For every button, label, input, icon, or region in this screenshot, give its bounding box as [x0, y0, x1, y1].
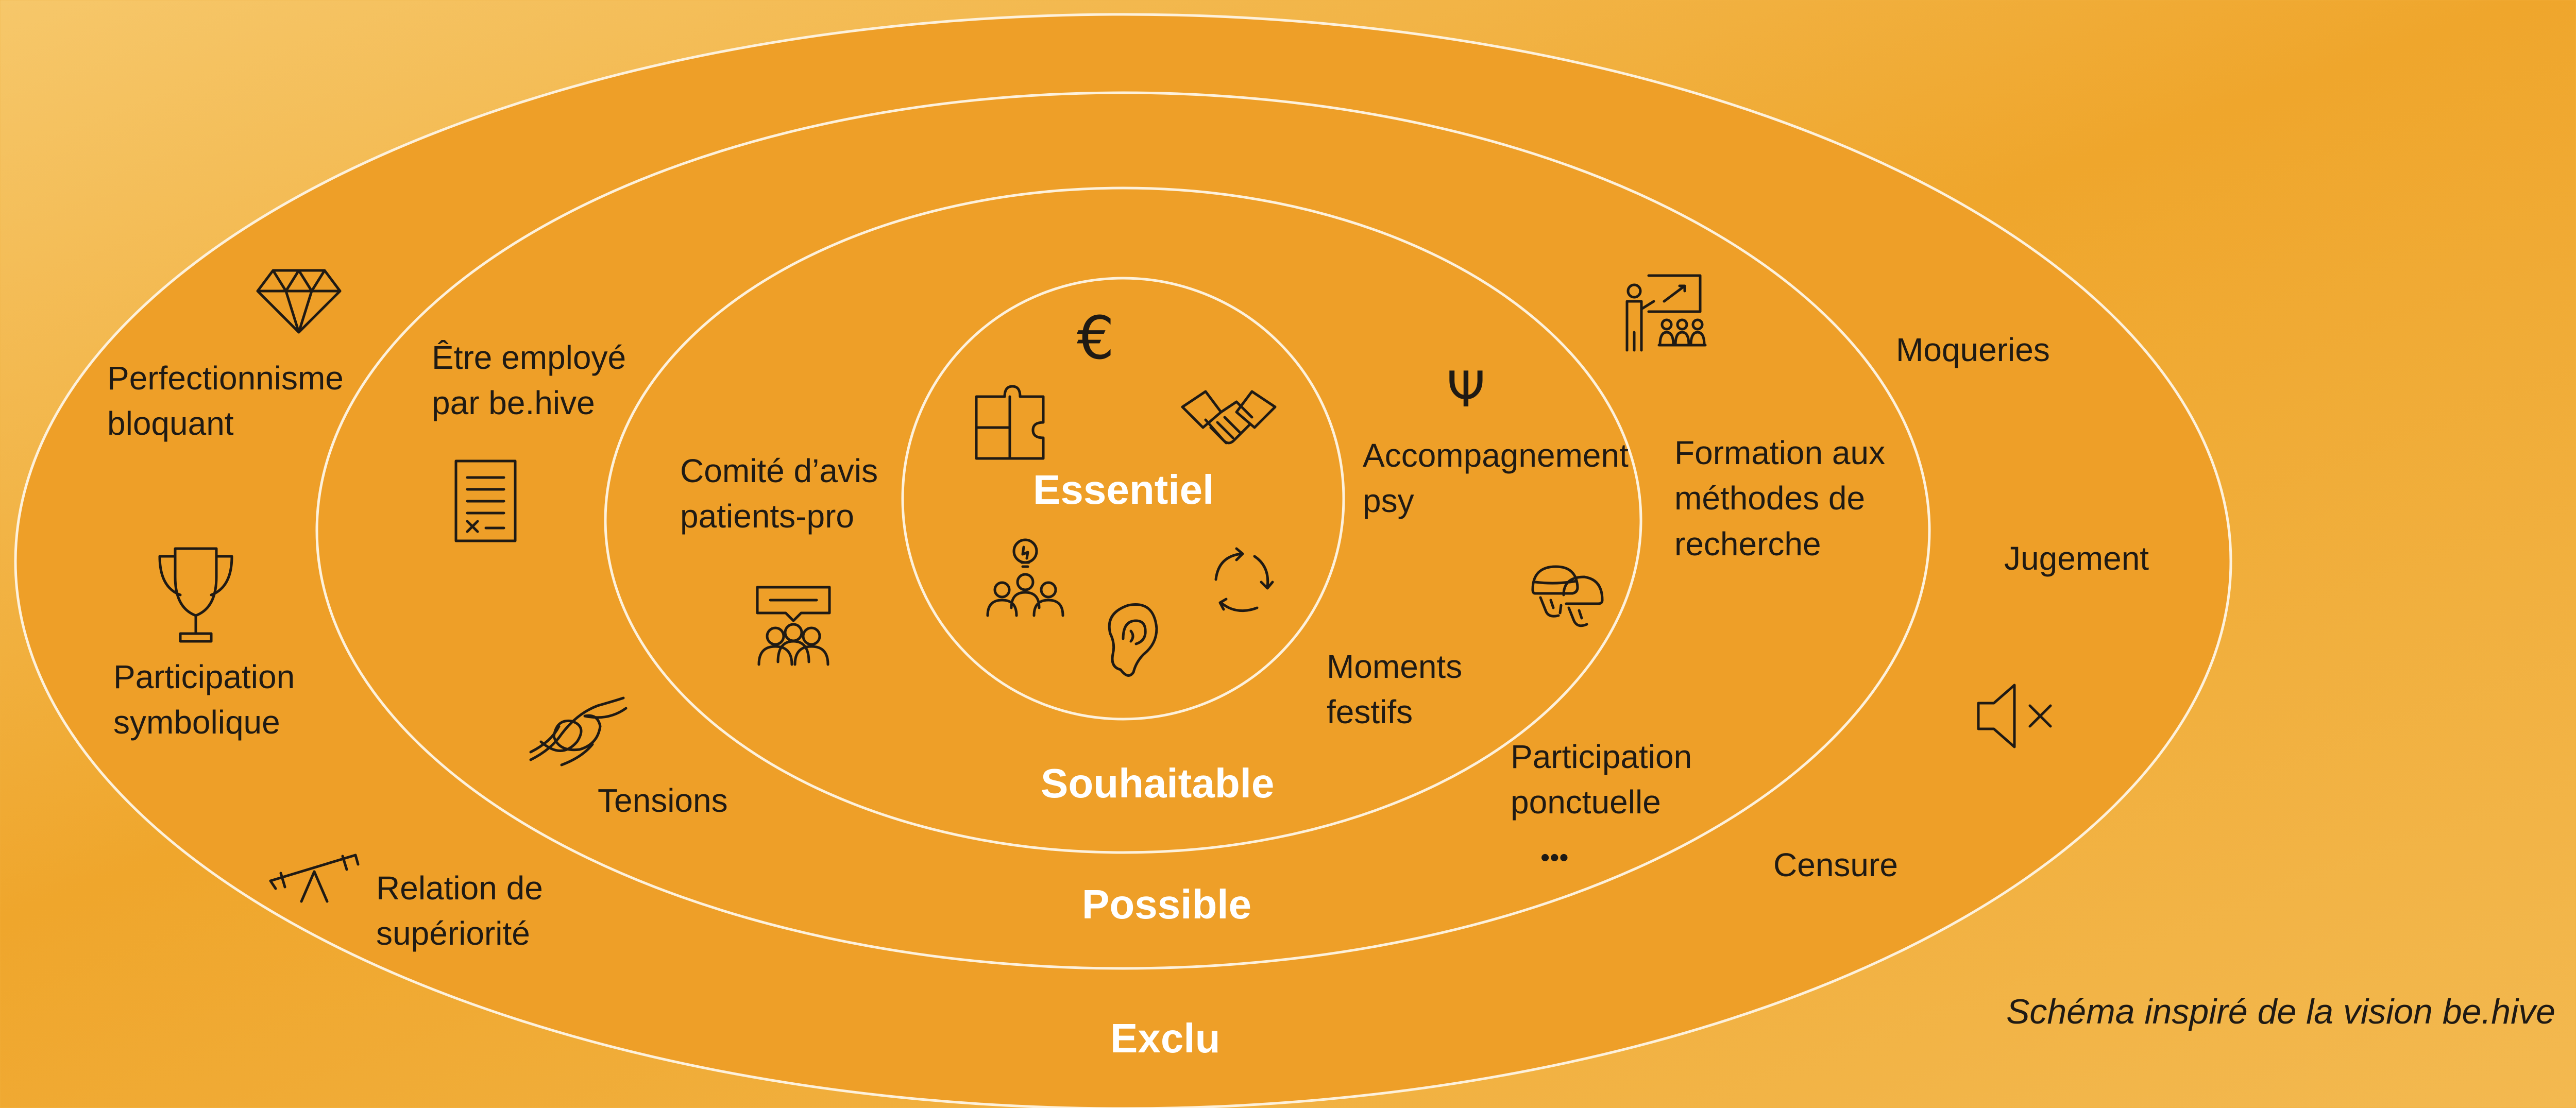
cycle-arrows-icon	[1214, 547, 1274, 612]
trophy-icon	[158, 547, 233, 643]
handshake-icon	[1181, 390, 1277, 445]
training-icon	[1625, 274, 1707, 352]
seesaw-icon	[269, 854, 360, 903]
item-employe: Être employé par be.hive	[432, 339, 626, 422]
zone-desirable-label: Souhaitable	[1041, 760, 1275, 806]
diagram-caption: Schéma inspiré de la vision be.hive	[2006, 992, 2555, 1031]
zone-essential-label: Essentiel	[1033, 467, 1214, 513]
item-participation-ponctuelle: Participation ponctuelle	[1511, 738, 1692, 821]
item-formation: Formation aux méthodes de recherche	[1674, 434, 1886, 562]
document-icon	[454, 459, 517, 542]
zone-possible-label: Possible	[1082, 881, 1252, 927]
psy-heads-icon	[1531, 565, 1604, 627]
team-idea-icon	[986, 538, 1064, 617]
psi-icon: Ψ	[1447, 362, 1485, 418]
mute-icon	[1977, 684, 2052, 748]
knot-icon	[529, 696, 628, 766]
ellipsis-icon: •••	[1540, 843, 1569, 873]
zone-excluded-label: Exclu	[1110, 1015, 1221, 1061]
item-moqueries: Moqueries	[1896, 331, 2050, 368]
item-participation-symbolique: Participation symbolique	[113, 658, 295, 741]
item-jugement: Jugement	[2004, 540, 2149, 577]
meeting-icon	[756, 586, 831, 666]
item-accompagnement: Accompagnement psy	[1363, 437, 1629, 520]
item-relation: Relation de supériorité	[376, 870, 543, 952]
item-moments: Moments festifs	[1327, 648, 1463, 731]
euro-icon: €	[1077, 304, 1115, 373]
item-censure: Censure	[1773, 846, 1898, 883]
item-comite: Comité d’avis patients-pro	[680, 452, 878, 535]
item-perfectionnisme: Perfectionnisme bloquant	[107, 360, 344, 442]
diamond-icon	[256, 269, 342, 334]
puzzle-icon	[975, 385, 1045, 460]
item-tensions: Tensions	[598, 782, 728, 819]
ear-icon	[1108, 603, 1158, 677]
